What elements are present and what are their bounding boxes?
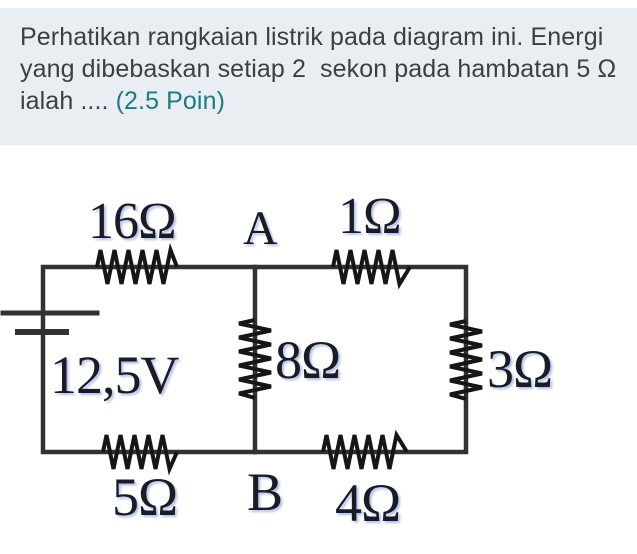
resistor-coil-1ohm — [331, 249, 412, 290]
label-resistor-4ohm: 4Ω — [335, 473, 400, 533]
question-text-line-2: yang dibebaskan setiap 2 sekon pada hamb… — [20, 55, 617, 83]
circuit-diagram: 16Ω A 1Ω 12,5V 8Ω 3Ω 5Ω B 4Ω — [0, 145, 637, 554]
points-badge: (2.5 Poin) — [115, 87, 225, 115]
resistor-coil-16ohm — [95, 242, 179, 285]
resistor-coil-3ohm — [449, 319, 483, 401]
resistor-coil-8ohm — [238, 318, 272, 400]
label-battery-voltage: 12,5V — [50, 345, 180, 405]
battery-icon — [0, 310, 100, 335]
label-node-a: A — [243, 202, 278, 255]
label-resistor-8ohm: 8Ω — [275, 330, 340, 390]
top-margin — [0, 0, 637, 8]
label-resistor-3ohm: 3Ω — [487, 339, 552, 399]
question-text-line-3: ialah .... (2.5 Poin) — [20, 85, 617, 117]
label-node-b: B — [247, 462, 282, 522]
question-text-line-3-prefix: ialah .... — [20, 87, 116, 115]
label-resistor-5ohm: 5Ω — [112, 467, 177, 527]
resistor-coil-4ohm — [321, 429, 409, 470]
circuit-outer-loop-wire — [40, 264, 469, 455]
resistor-coil-5ohm — [101, 434, 179, 476]
question-card: Perhatikan rangkaian listrik pada diagra… — [0, 8, 637, 145]
label-resistor-1ohm: 1Ω — [338, 188, 401, 245]
circuit-svg: 16Ω A 1Ω 12,5V 8Ω 3Ω 5Ω B 4Ω — [0, 188, 553, 533]
label-resistor-16ohm: 16Ω — [88, 193, 176, 250]
question-text-line-1: Perhatikan rangkaian listrik pada diagra… — [20, 23, 604, 51]
